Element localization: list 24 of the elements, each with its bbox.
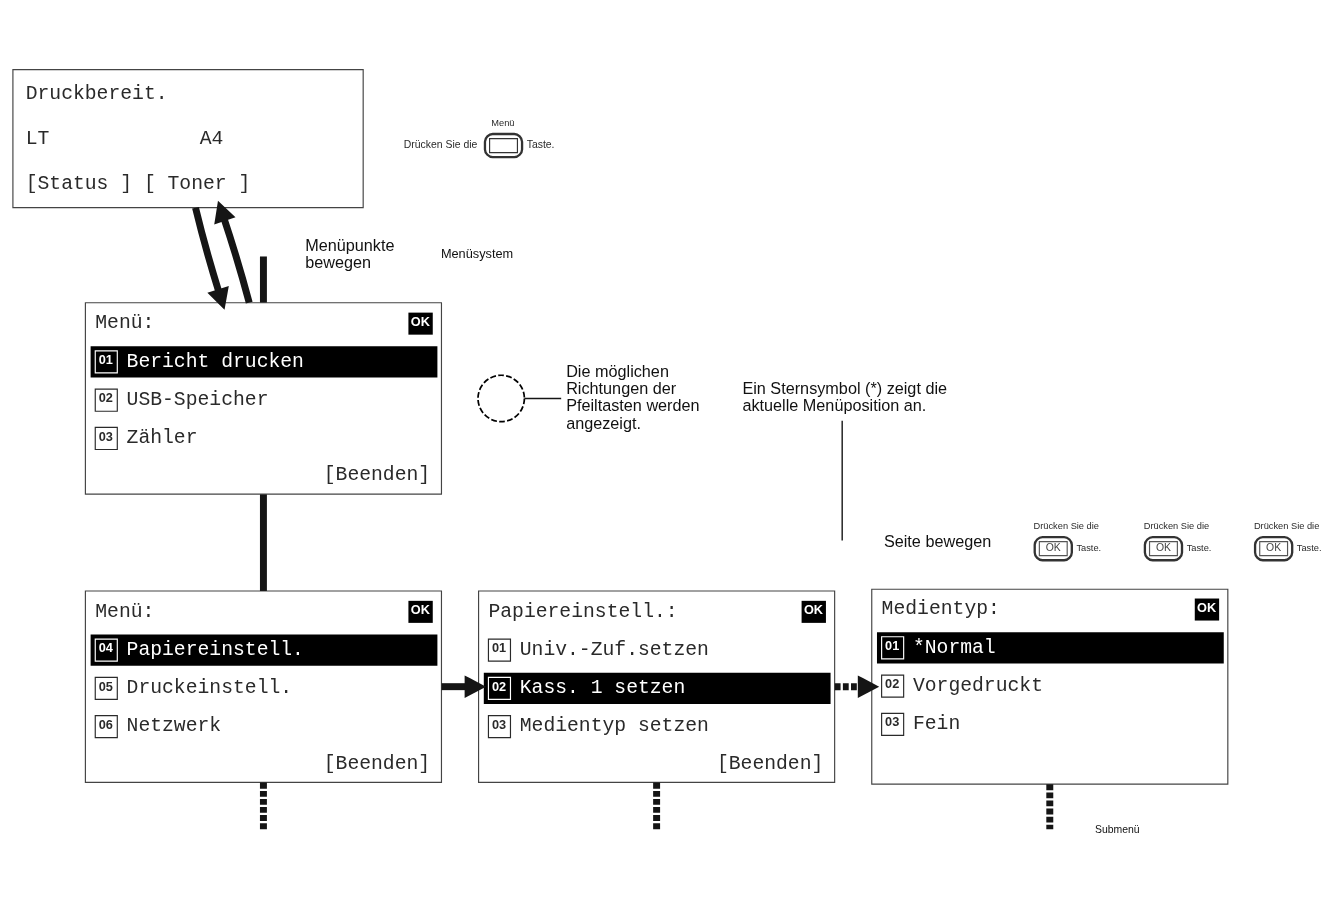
connector	[841, 419, 843, 541]
node-text: Die möglichen Richtungen der Pfeiltasten werden angezeigt.	[566, 361, 700, 432]
node-label: Drücken Sie die	[1033, 520, 1099, 531]
node-label: Drücken Sie die	[403, 138, 478, 150]
node-label: Taste.	[1076, 542, 1102, 553]
label: Menüsystem	[440, 245, 514, 261]
arrow	[214, 200, 253, 304]
label: Submenü	[1095, 823, 1140, 835]
node-label: Taste.	[526, 138, 555, 150]
node-label: Drücken Sie die	[1143, 520, 1210, 531]
node-text: Ein Sternsymbol (*) zeigt die aktuelle Menüposition an.	[742, 378, 948, 414]
node-label: Taste.	[1296, 542, 1322, 553]
arrow	[441, 674, 487, 698]
node-label: Drücken Sie die	[1253, 520, 1320, 531]
node-label: Taste.	[1186, 542, 1212, 553]
connector	[523, 397, 562, 399]
connector	[259, 493, 267, 591]
node-circle	[477, 373, 526, 422]
arrow	[834, 674, 880, 698]
arrow	[192, 206, 229, 310]
label: Seite bewegen	[883, 531, 992, 550]
node-label: Menü	[491, 117, 515, 128]
label: Menüpunkte bewegen	[305, 235, 395, 271]
connector	[259, 256, 267, 302]
